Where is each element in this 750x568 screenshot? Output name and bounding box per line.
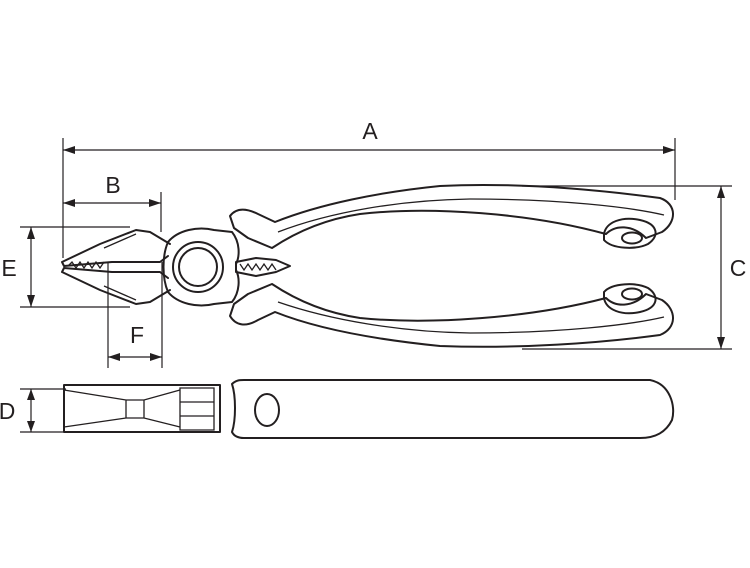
side-rivet-hole xyxy=(254,393,280,427)
jaw-gripping-teeth xyxy=(67,260,105,270)
dimension-label-b: B xyxy=(105,172,120,198)
dimension-label-d: D xyxy=(0,398,15,424)
dimension-d-arrow-bottom xyxy=(27,421,35,432)
dimension-a-arrow-right xyxy=(663,146,675,154)
jaw-bevel-lines xyxy=(103,233,160,301)
dimension-b-arrow-right xyxy=(149,199,161,207)
dimension-labels: A B C D E F xyxy=(0,118,746,424)
cutter-edge xyxy=(235,257,291,277)
side-pivot-block xyxy=(179,387,215,431)
pliers-head xyxy=(162,227,240,307)
pliers-top-view xyxy=(61,183,674,348)
lower-handle-eyelet xyxy=(603,283,657,315)
upper-handle-hole xyxy=(621,231,643,245)
dimension-b-arrow-left xyxy=(63,199,75,207)
upper-handle xyxy=(229,183,674,249)
dimension-e-arrow-bottom xyxy=(27,295,35,307)
cutter-serration xyxy=(239,262,277,272)
lower-handle-inner-line xyxy=(277,301,665,334)
upper-handle-eyelet xyxy=(603,217,657,249)
side-jaw-body xyxy=(63,384,221,433)
lower-handle xyxy=(229,283,674,348)
dimension-a-arrow-left xyxy=(63,146,75,154)
dimension-lines xyxy=(20,138,732,433)
dimension-f-arrow-left xyxy=(108,353,120,361)
dimension-label-a: A xyxy=(362,118,378,144)
dimension-label-e: E xyxy=(1,255,16,281)
dimension-f-arrow-right xyxy=(150,353,162,361)
side-jaw-bevel xyxy=(63,389,181,428)
pliers-side-view xyxy=(63,379,675,439)
upper-handle-inner-line xyxy=(277,198,665,233)
upper-jaw xyxy=(61,229,171,267)
dimension-label-c: C xyxy=(730,255,747,281)
dimension-label-f: F xyxy=(130,322,144,348)
dimension-d-arrow-top xyxy=(27,389,35,400)
pivot-rivet-outer xyxy=(172,241,224,293)
lower-jaw xyxy=(61,267,171,305)
lower-handle-hole xyxy=(621,287,643,301)
side-handle xyxy=(231,379,675,439)
dimension-e-arrow-top xyxy=(27,227,35,239)
dimension-c-arrow-top xyxy=(717,186,725,198)
pivot-rivet-inner xyxy=(178,247,218,287)
dimension-c-arrow-bottom xyxy=(717,337,725,349)
